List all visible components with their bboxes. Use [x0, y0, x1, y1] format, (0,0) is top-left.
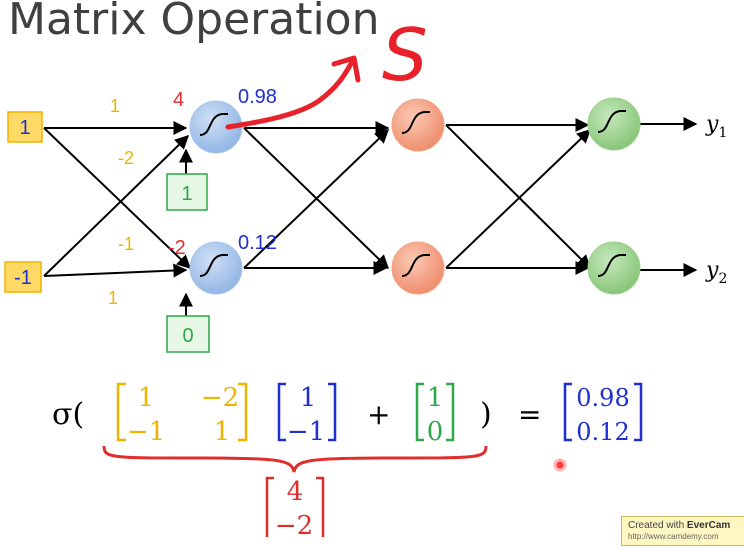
input-node-1: 1 — [7, 111, 43, 143]
edge-x2-n11 — [43, 135, 190, 277]
annotation-arrow-stroke — [225, 59, 355, 130]
pre-activation-1: 4 — [173, 89, 184, 111]
output-label-y2: y2 — [705, 258, 727, 287]
formula-plus: + — [367, 398, 390, 431]
weight-matrix-cell: −2 — [201, 383, 239, 413]
watermark-prefix: Created with — [628, 520, 687, 531]
bias-node-1: 1 — [166, 173, 208, 211]
neuron-output-1 — [587, 97, 641, 151]
bias-vector-cell: 1 — [427, 383, 444, 413]
input-value-1: 1 — [19, 117, 30, 139]
edge-n22-n31 — [445, 129, 592, 269]
weight-label-w22: 1 — [108, 288, 118, 308]
result-vector-cell: 0.12 — [576, 418, 629, 446]
connections-input-hidden1 — [43, 121, 193, 322]
bias-vector-cell: 0 — [427, 417, 444, 447]
input-node-2: -1 — [4, 261, 42, 293]
underbrace — [102, 445, 488, 473]
sigmoid-icon — [199, 254, 228, 277]
sigmoid-icon — [199, 113, 228, 136]
neuron-hidden2-2 — [391, 241, 445, 295]
weight-matrix-cell: −1 — [127, 417, 165, 447]
weight-label-w11: 1 — [110, 96, 120, 116]
activation-1: 0.98 — [238, 86, 277, 108]
annotation-arrowhead — [331, 55, 361, 83]
bias-value-2: 0 — [182, 325, 193, 347]
sigmoid-icon — [401, 111, 430, 134]
result-vector-cell: 0.98 — [576, 384, 629, 412]
activation-2: 0.12 — [238, 232, 277, 254]
edge-n21-n32 — [445, 124, 591, 269]
watermark-brand: EverCam — [686, 520, 731, 531]
edge-x2-n12 — [43, 263, 188, 278]
pre-activation-2: -2 — [168, 237, 186, 259]
formula-equals: = — [518, 398, 541, 431]
sigmoid-icon — [597, 254, 626, 277]
input-vector: 1 −1 — [277, 382, 337, 447]
formula-close-paren: ) — [480, 397, 492, 432]
weight-matrix: 1 −2 −1 1 — [116, 382, 248, 447]
bias-node-2: 0 — [166, 315, 210, 353]
input-vector-cell: −1 — [287, 417, 325, 447]
handwritten-annotation — [225, 55, 361, 130]
result-vector: 0.98 0.12 — [563, 382, 643, 446]
output-label-y1: y1 — [705, 112, 727, 141]
input-vector-cell: 1 — [300, 383, 317, 413]
bias-vector: 1 0 — [415, 382, 455, 447]
edge-x1-n12 — [43, 127, 192, 269]
laser-pointer-dot — [553, 458, 567, 472]
pre-activation-vector-cell: 4 — [287, 477, 304, 507]
connections-hidden1-hidden2 — [243, 121, 390, 275]
edge-n12-n21 — [243, 129, 390, 269]
neuron-hidden2-1 — [391, 98, 445, 152]
formula-sigma: σ( — [52, 397, 84, 432]
pre-activation-vector-cell: −2 — [275, 511, 313, 537]
weight-matrix-cell: 1 — [214, 417, 231, 447]
weight-label-w21: -1 — [118, 234, 134, 254]
pre-activation-vector: 4 −2 — [265, 476, 325, 537]
neuron-hidden1-1 — [189, 100, 243, 154]
neuron-hidden1-2 — [189, 241, 243, 295]
bias-value-1: 1 — [181, 183, 192, 205]
sigmoid-icon — [401, 254, 430, 277]
sigmoid-icon — [597, 110, 626, 133]
page-title: Matrix Operation — [8, 0, 380, 45]
weight-label-w12: -2 — [118, 148, 134, 168]
weight-matrix-cell: 1 — [138, 383, 155, 413]
formula: σ( 1 −2 −1 1 1 −1 + 1 0 ) = — [52, 382, 643, 537]
input-value-2: -1 — [14, 267, 32, 289]
annotation-letter: S — [382, 13, 428, 97]
connections-hidden2-output — [445, 117, 698, 277]
neuron-output-2 — [587, 241, 641, 295]
watermark: Created with EverCam http://www.camdemy.… — [621, 516, 744, 546]
